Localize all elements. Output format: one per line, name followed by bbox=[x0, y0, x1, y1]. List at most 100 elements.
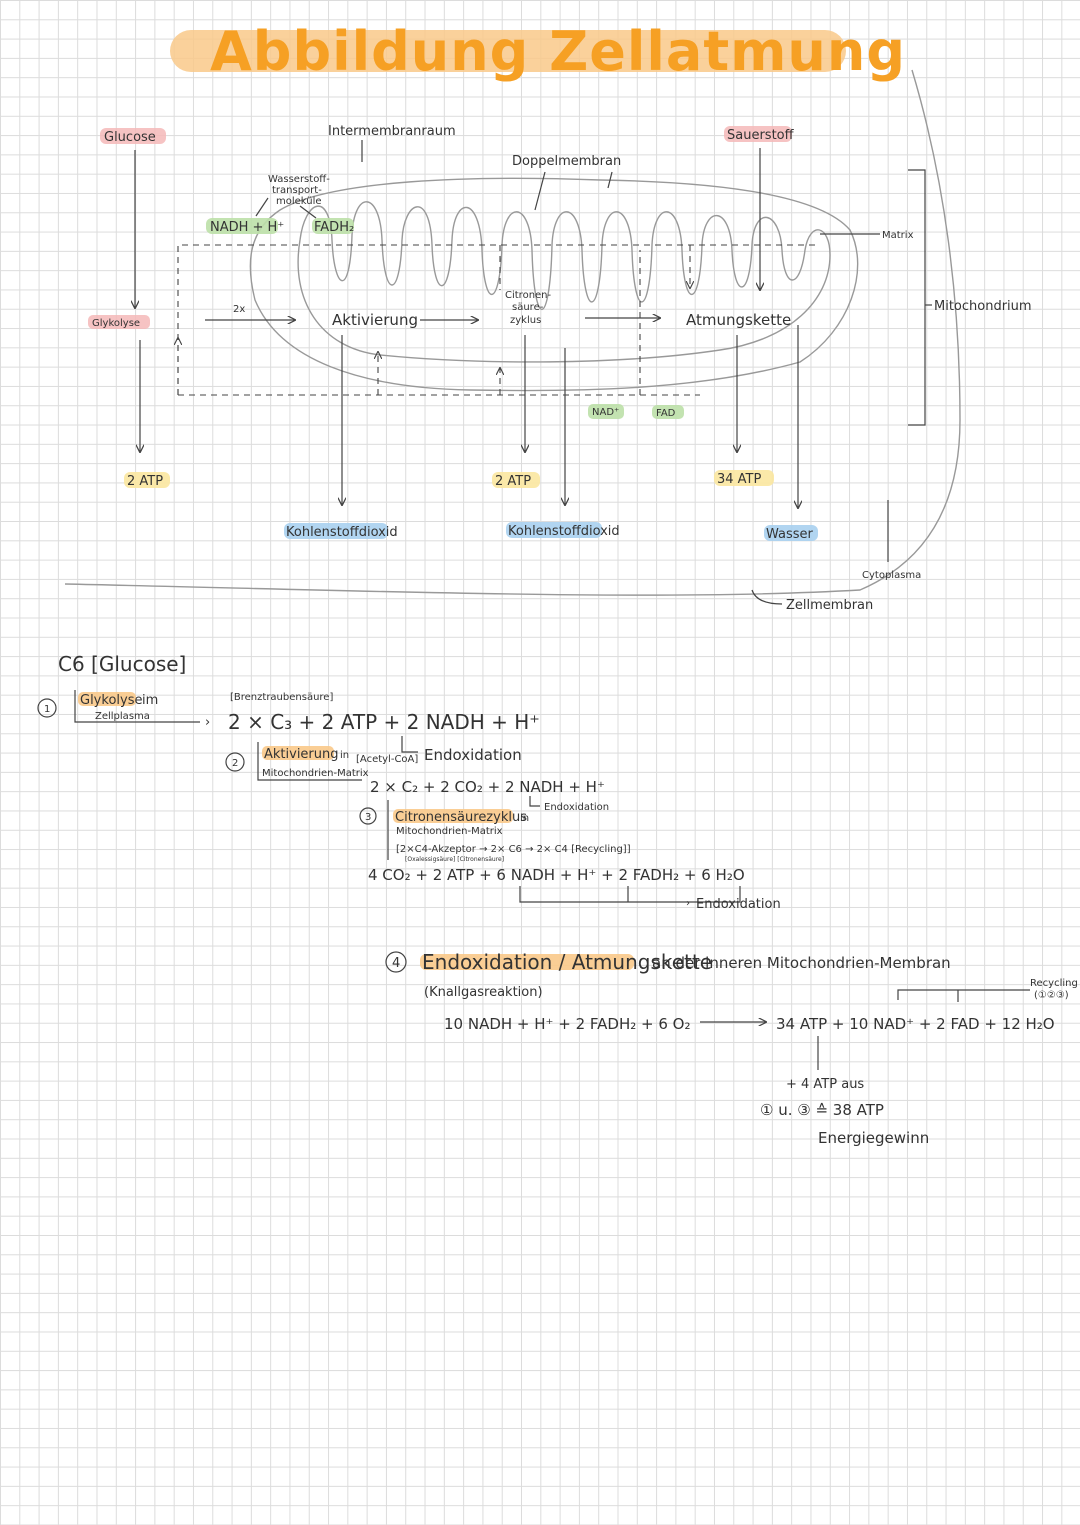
step1-highlight bbox=[78, 692, 136, 706]
mitochondrium-bracket bbox=[908, 169, 926, 426]
doppelmembran-pointer-2 bbox=[607, 171, 613, 189]
endox2-label: Endoxidation bbox=[544, 802, 609, 813]
aktivierung-label: Aktivierung bbox=[332, 311, 418, 329]
step3-number: 3 bbox=[365, 812, 371, 823]
wasserstoff-pointer-nadh bbox=[255, 197, 269, 217]
step3-highlight bbox=[393, 809, 513, 823]
eq3: 4 CO₂ + 2 ATP + 6 NADH + H⁺ + 2 FADH₂ + … bbox=[368, 866, 745, 884]
endox1-hook bbox=[401, 736, 418, 753]
atp-atmung-label: 34 ATP bbox=[717, 472, 761, 487]
step4-label-a: Endoxidation / Atmungskette bbox=[422, 950, 712, 974]
matrix-label: Matrix bbox=[882, 230, 914, 241]
page-title: Abbildung Zellatmung bbox=[210, 20, 906, 83]
endox1-label: Endoxidation bbox=[424, 746, 522, 764]
atp-atmung-highlight bbox=[714, 470, 774, 486]
step1-number: 1 bbox=[44, 704, 50, 715]
eq4-right: 34 ATP + 10 NAD⁺ + 2 FAD + 12 H₂O bbox=[776, 1015, 1055, 1033]
step2-highlight bbox=[262, 746, 334, 760]
recycling-label: Recycling bbox=[1030, 978, 1078, 989]
plus4-label: + 4 ATP aus bbox=[786, 1077, 864, 1092]
zellmembran-pointer bbox=[751, 589, 783, 605]
endox2-hook bbox=[529, 796, 540, 807]
step2-number: 2 bbox=[232, 758, 238, 769]
co2-2-highlight bbox=[506, 522, 602, 538]
step4-number: 4 bbox=[392, 956, 400, 971]
zellmembran-label: Zellmembran bbox=[786, 598, 873, 613]
step4-label-b: an der inneren Mitochondrien-Membran bbox=[652, 954, 951, 972]
wasser-highlight bbox=[764, 525, 818, 541]
atp-citrat-highlight bbox=[492, 472, 540, 488]
co2-2-label: Kohlenstoffdioxid bbox=[508, 524, 620, 539]
glucose-label: Glucose bbox=[104, 130, 156, 145]
step2-label-a: Aktivierung bbox=[264, 747, 339, 762]
endox3-label: Endoxidation bbox=[696, 897, 781, 912]
fadh2-highlight bbox=[312, 218, 354, 234]
eq2: 2 × C₂ + 2 CO₂ + 2 NADH + H⁺ bbox=[370, 778, 605, 796]
nadh-highlight bbox=[206, 218, 278, 234]
sauerstoff-highlight bbox=[724, 126, 792, 142]
eq1: 2 × C₃ + 2 ATP + 2 NADH + H⁺ bbox=[228, 710, 540, 734]
doppelmembran-pointer-1 bbox=[534, 171, 546, 211]
title-highlight bbox=[170, 30, 846, 72]
glucose-highlight bbox=[100, 128, 166, 144]
sum-label: ① u. ③ ≙ 38 ATP bbox=[760, 1101, 884, 1119]
cytoplasma-label: Cytoplasma bbox=[862, 570, 921, 581]
step4-highlight bbox=[420, 954, 634, 970]
citrat-label-1: Citronen- bbox=[505, 290, 552, 301]
endox3-bracket bbox=[519, 886, 741, 903]
doppelmembran-label: Doppelmembran bbox=[512, 154, 621, 169]
step3-label-b: in bbox=[520, 813, 529, 824]
sauerstoff-label: Sauerstoff bbox=[727, 128, 795, 143]
step2-label-b: in bbox=[340, 750, 349, 761]
glykolyse-highlight bbox=[88, 315, 150, 329]
step2-label-d: Mitochondrien-Matrix bbox=[262, 768, 369, 779]
step1-bracket bbox=[74, 690, 200, 723]
brenz-label: [Brenztraubensäure] bbox=[230, 692, 333, 703]
step1-label-b: im bbox=[142, 693, 158, 708]
c6-glucose: C6 [Glucose] bbox=[58, 652, 186, 676]
wasserstoff-label-2: transport- bbox=[272, 185, 322, 196]
atp-glykolyse-highlight bbox=[124, 472, 170, 488]
fad-highlight bbox=[652, 405, 684, 419]
glykolyse-label: Glykolyse bbox=[92, 318, 140, 329]
step2-circle bbox=[225, 752, 245, 772]
eq4-left: 10 NADH + H⁺ + 2 FADH₂ + 6 O₂ bbox=[444, 1015, 690, 1033]
co2-1-label: Kohlenstoffdioxid bbox=[286, 525, 398, 540]
fad-label: FAD bbox=[656, 408, 676, 419]
mitochondrion-cristae bbox=[297, 201, 831, 363]
step3-label-d: [2×C4-Akzeptor → 2× C6 → 2× C4 [Recyclin… bbox=[396, 844, 631, 855]
nad-highlight bbox=[588, 404, 624, 419]
step1-arrow: › bbox=[205, 715, 210, 730]
step1-circle bbox=[37, 698, 57, 718]
step4-circle bbox=[385, 951, 407, 973]
nad-label: NAD⁺ bbox=[592, 407, 619, 418]
step4-label-c: (Knallgasreaktion) bbox=[424, 985, 543, 1000]
intermembranraum-label: Intermembranraum bbox=[328, 124, 456, 139]
recycling-bracket bbox=[897, 989, 1030, 1002]
step3-label-c: Mitochondrien-Matrix bbox=[396, 826, 503, 837]
atp-citrat-label: 2 ATP bbox=[495, 474, 531, 489]
wasserstoff-pointer-fadh bbox=[299, 205, 317, 219]
step2-bracket bbox=[257, 742, 362, 781]
citrat-label-3: zyklus bbox=[510, 315, 541, 326]
mitochondrium-label: Mitochondrium bbox=[934, 299, 1032, 314]
recycling-sub: (①②③) bbox=[1034, 990, 1069, 1001]
citrat-label-2: säure- bbox=[512, 302, 544, 313]
mitochondrion-outer bbox=[249, 177, 859, 392]
atp-glykolyse-label: 2 ATP bbox=[127, 474, 163, 489]
wasserstoff-label-1: Wasserstoff- bbox=[268, 174, 330, 185]
step2-label-c: [Acetyl-CoA] bbox=[356, 754, 418, 765]
cell-membrane-line bbox=[64, 69, 961, 596]
step3-circle bbox=[359, 807, 377, 825]
co2-1-highlight bbox=[284, 523, 388, 539]
step1-label-a: Glykolyse bbox=[80, 693, 142, 708]
step3-label-a: Citronensäurezyklus bbox=[395, 810, 527, 825]
endox3-arrow: › bbox=[686, 898, 690, 909]
step3-label-e: [Oxalessigsäure] [Citronensäure] bbox=[405, 856, 504, 863]
atmungskette-label: Atmungskette bbox=[686, 311, 791, 329]
twice-label: 2x bbox=[233, 304, 245, 315]
fadh2-label: FADH₂ bbox=[314, 220, 354, 235]
step1-label-c: Zellplasma bbox=[95, 711, 150, 722]
nadh-label: NADH + H⁺ bbox=[210, 220, 284, 235]
